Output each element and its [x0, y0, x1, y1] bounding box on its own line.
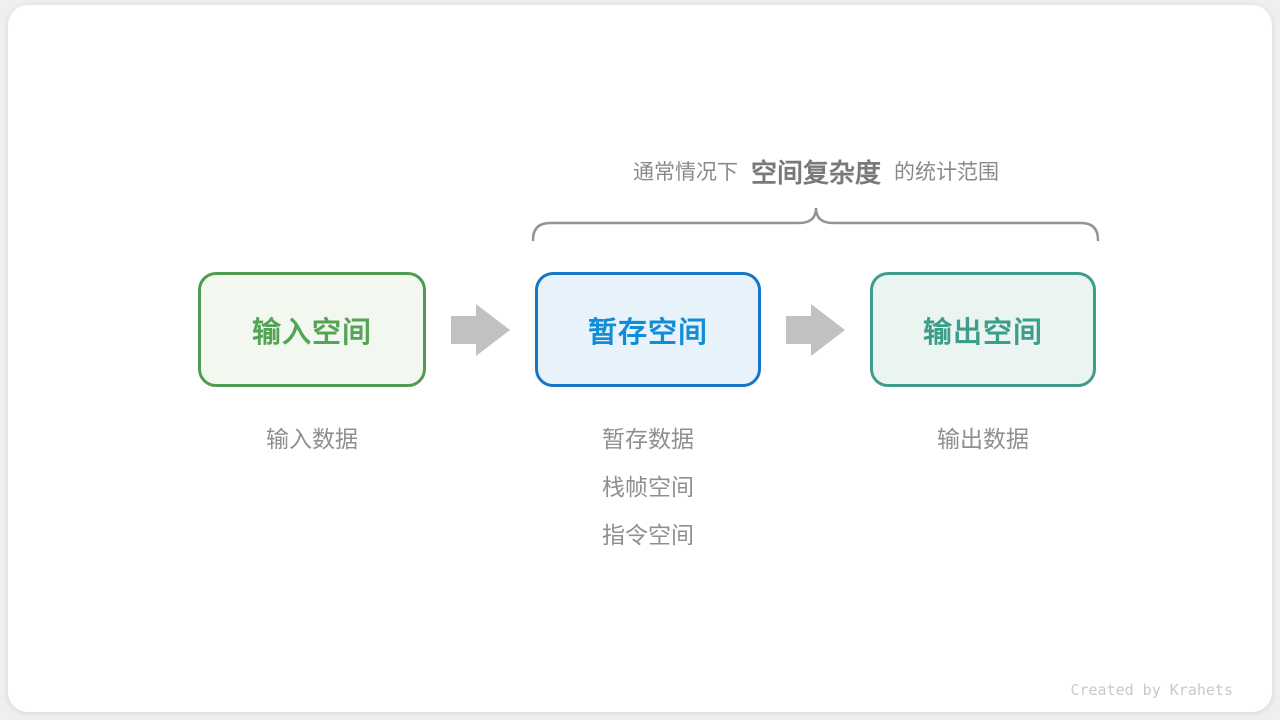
temp-space-label: 暂存空间 — [587, 316, 708, 349]
input-space-label: 输入空间 — [251, 316, 372, 349]
output-space-notes: 输出数据 — [869, 415, 1097, 463]
scope-caption: 通常情况下 空间复杂度 的统计范围 — [528, 149, 1104, 193]
note-line: 输入数据 — [266, 426, 358, 452]
input-space-box: 输入空间 — [198, 272, 426, 387]
note-line: 指令空间 — [602, 522, 694, 548]
credit-text: Created by Krahets — [1070, 681, 1233, 699]
output-space-label: 输出空间 — [922, 316, 1043, 349]
caption-suffix: 的统计范围 — [894, 161, 999, 184]
output-space-box: 输出空间 — [870, 272, 1096, 387]
note-line: 栈帧空间 — [602, 474, 694, 500]
temp-space-notes: 暂存数据 栈帧空间 指令空间 — [534, 415, 762, 559]
caption-prefix: 通常情况下 — [632, 161, 738, 184]
note-line: 输出数据 — [937, 426, 1029, 452]
input-space-notes: 输入数据 — [198, 415, 426, 463]
arrow-right-icon — [786, 304, 845, 356]
note-line: 暂存数据 — [602, 426, 694, 452]
card: 通常情况下 空间复杂度 的统计范围 输入空间 暂存空间 输出空间 输入数据 暂存… — [8, 5, 1272, 712]
temp-space-box: 暂存空间 — [535, 272, 761, 387]
caption-highlight: 空间复杂度 — [750, 157, 881, 188]
arrow-right-icon — [451, 304, 510, 356]
brace-icon — [531, 207, 1100, 242]
